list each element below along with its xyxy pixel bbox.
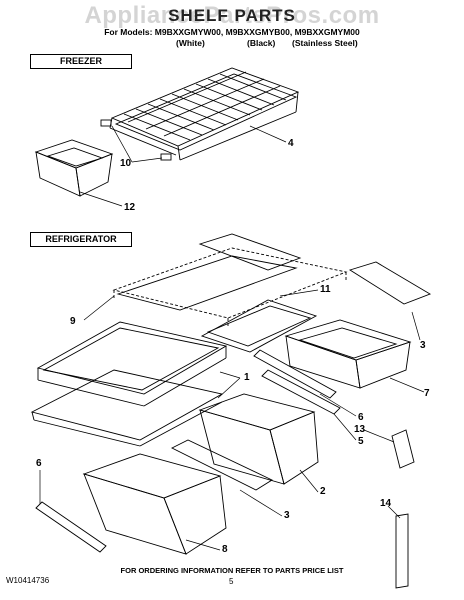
callout-14: 14 bbox=[380, 498, 392, 509]
callout-7: 7 bbox=[424, 388, 430, 399]
shelf-support-right bbox=[160, 153, 172, 161]
deli-drawer bbox=[284, 319, 412, 389]
callout-8: 8 bbox=[222, 544, 228, 555]
freezer-label: FREEZER bbox=[30, 54, 132, 69]
callout-5: 5 bbox=[358, 436, 364, 447]
ordering-note: FOR ORDERING INFORMATION REFER TO PARTS … bbox=[120, 566, 344, 575]
callout-9: 9 bbox=[70, 316, 76, 327]
deli-cover bbox=[348, 261, 432, 305]
variant-white: (White) bbox=[176, 38, 205, 48]
callout-13: 13 bbox=[354, 424, 366, 435]
variant-stainless: (Stainless Steel) bbox=[292, 38, 358, 48]
callout-10: 10 bbox=[120, 158, 132, 169]
humidity-control bbox=[391, 429, 415, 469]
callout-1: 1 bbox=[244, 372, 250, 383]
shelf-support-left bbox=[100, 119, 112, 127]
page-number: 5 bbox=[229, 577, 234, 586]
callout-2: 2 bbox=[320, 486, 326, 497]
callout-3-bottom: 3 bbox=[284, 510, 290, 521]
refrigerator-label: REFRIGERATOR bbox=[30, 232, 132, 247]
variant-black: (Black) bbox=[247, 38, 276, 48]
models-line: For Models: M9BXXGMYW00, M9BXXGMYB00, M9… bbox=[104, 27, 360, 37]
callout-6-right: 6 bbox=[358, 412, 364, 423]
callout-3-top: 3 bbox=[420, 340, 426, 351]
callout-4: 4 bbox=[288, 138, 294, 149]
freezer-basket bbox=[34, 139, 114, 197]
callout-12: 12 bbox=[124, 202, 136, 213]
page-title: SHELF PARTS bbox=[168, 6, 296, 25]
callout-11: 11 bbox=[320, 284, 331, 295]
crisper-drawer-right bbox=[198, 393, 319, 485]
freezer-wire-shelf bbox=[109, 67, 300, 161]
watermark: AppliancePartsPros.com bbox=[84, 2, 380, 29]
callout-6-left: 6 bbox=[36, 458, 42, 469]
crisper-drawer-left bbox=[82, 453, 227, 555]
glass-shelf-bottom bbox=[30, 369, 224, 441]
doc-number: W10414736 bbox=[6, 576, 50, 585]
